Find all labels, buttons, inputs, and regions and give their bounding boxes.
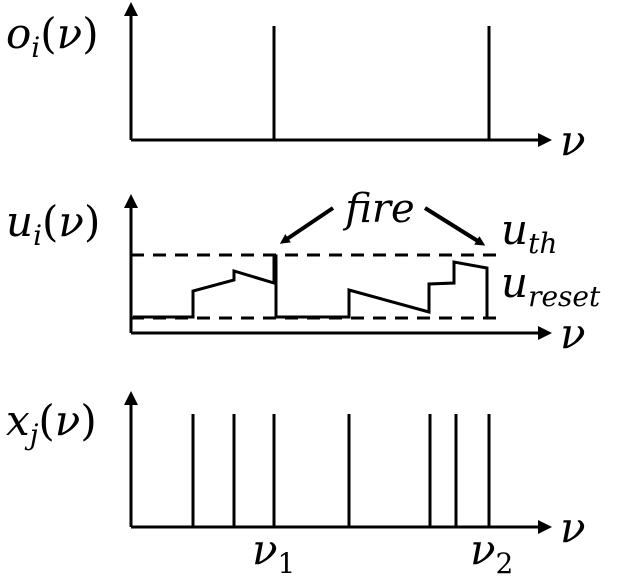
membrane-x-arrowhead <box>538 326 552 340</box>
membrane-var: u <box>6 197 33 246</box>
membrane-y-arrowhead <box>124 194 138 208</box>
membrane-panel: ui(ν) uth ureset fire ν <box>6 186 601 358</box>
reset-label: ureset <box>501 258 601 313</box>
threshold-label: uth <box>501 205 557 260</box>
input-panel: xj(ν) ν ν1 ν2 <box>6 391 586 578</box>
output-sub: i <box>31 31 40 64</box>
output-y-label: oi(ν) <box>6 9 99 64</box>
fire-arrow-left <box>279 206 335 244</box>
fire-annotation: fire <box>342 186 414 232</box>
membrane-y-label: ui(ν) <box>6 197 100 252</box>
membrane-arg: ν <box>58 197 84 246</box>
input-y-arrowhead <box>124 391 138 405</box>
fire-arrow-right <box>423 206 486 246</box>
output-x-arrowhead <box>538 133 552 147</box>
tick-nu1: ν1 <box>252 525 295 578</box>
membrane-sub: i <box>33 219 42 252</box>
membrane-x-label: ν <box>560 309 586 358</box>
output-arg: ν <box>57 9 83 58</box>
output-var: o <box>6 9 31 58</box>
input-y-label: xj(ν) <box>6 396 97 451</box>
membrane-potential-trace <box>133 254 489 319</box>
input-x-label: ν <box>560 503 586 552</box>
input-arg: ν <box>55 396 81 445</box>
output-panel: oi(ν) ν <box>6 2 586 165</box>
output-x-label: ν <box>560 116 586 165</box>
output-y-arrowhead <box>124 2 138 16</box>
input-x-arrowhead <box>538 520 552 534</box>
input-var: x <box>6 396 30 445</box>
tick-nu2: ν2 <box>470 525 513 578</box>
